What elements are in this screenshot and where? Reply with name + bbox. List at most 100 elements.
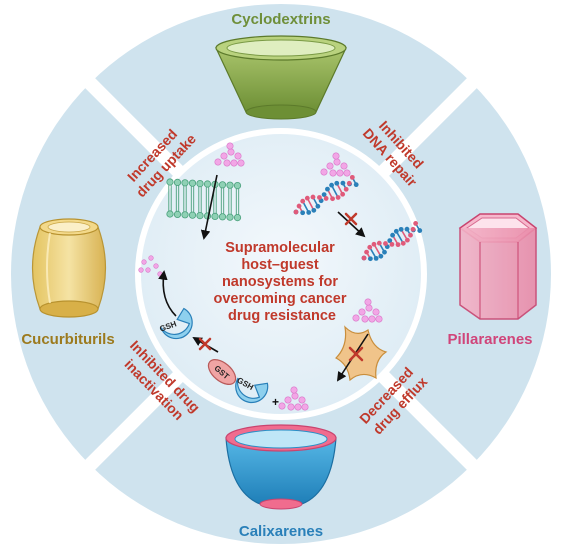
drug-dot — [284, 396, 292, 404]
drug-dot — [223, 159, 231, 167]
dna-helix-icon — [293, 174, 423, 262]
drug-dot — [329, 169, 337, 177]
dna-backbone-bead — [306, 210, 312, 215]
drug-dot — [301, 403, 309, 411]
drug-dot — [227, 148, 235, 156]
drug-dot — [364, 298, 372, 306]
dna-backbone-bead — [335, 195, 341, 200]
dna-backbone-bead — [296, 203, 302, 209]
dna-backbone-bead — [349, 174, 355, 180]
lipid-head — [233, 214, 242, 222]
drug-dot — [237, 159, 245, 167]
efflux-pump-icon — [334, 325, 388, 382]
drug-dot — [340, 162, 348, 170]
dna-backbone-bead — [382, 249, 387, 255]
dna-backbone-bead — [315, 203, 321, 209]
drug-dot — [145, 267, 151, 273]
dna-backbone-bead — [376, 240, 382, 246]
center-title-line-1: Supramolecular — [225, 240, 335, 256]
lipid-head — [218, 181, 227, 189]
drug-dot — [332, 152, 340, 160]
dna-backbone-bead — [387, 238, 393, 244]
drug-dot — [287, 403, 295, 411]
drug-dot — [226, 142, 234, 150]
dna-backbone-bead — [330, 196, 335, 202]
dna-backbone-bead — [340, 191, 346, 197]
drug-dot — [294, 403, 302, 411]
drug-dot — [352, 314, 360, 322]
drug-dot — [141, 259, 147, 265]
lipid-head — [196, 180, 204, 188]
dna-backbone-bead — [311, 207, 317, 213]
dna-backbone-bead — [398, 226, 404, 232]
drug-molecules-icon-dna — [320, 152, 351, 177]
dna-backbone-bead — [334, 180, 340, 186]
ring-separators — [75, 68, 487, 480]
lipid-head — [166, 178, 174, 186]
drug-molecules-icon-inactivation — [278, 386, 309, 411]
dna-backbone-bead — [325, 186, 330, 192]
drug-dot — [234, 152, 242, 160]
lipid-head — [218, 213, 227, 221]
dna-backbone-bead — [404, 226, 410, 232]
dna-backbone-bead — [361, 255, 367, 261]
dna-backbone-bead — [367, 244, 373, 250]
drug-dot — [361, 315, 369, 323]
dna-backbone-bead — [404, 237, 410, 243]
drug-dot — [320, 168, 328, 176]
drug-dot — [333, 158, 341, 166]
dna-backbone-bead — [300, 198, 306, 204]
dna-backbone-bead — [329, 182, 334, 188]
dna-backbone-bead — [373, 255, 379, 261]
dna-backbone-bead — [293, 209, 299, 215]
blocked-mark-gst — [198, 337, 212, 351]
dna-backbone-bead — [340, 180, 346, 186]
dna-backbone-bead — [413, 221, 419, 226]
dna-backbone-bead — [378, 253, 384, 259]
blocked-mark-dna — [344, 212, 358, 226]
dna-backbone-bead — [383, 241, 388, 246]
center-title-line-3: nanosystems for — [222, 274, 338, 290]
center-title-line-2: host–guest — [241, 257, 319, 273]
lipid-head — [233, 182, 242, 190]
lipid-head — [211, 212, 219, 220]
drug-dot — [291, 392, 299, 400]
dna-backbone-bead — [317, 195, 322, 200]
dna-backbone-bead — [304, 195, 310, 201]
lipid-head — [173, 210, 182, 218]
pillararenes-label: Pillararenes — [447, 331, 532, 348]
drug-dot — [148, 255, 154, 261]
dna-backbone-bead — [371, 241, 377, 247]
drug-dot — [298, 396, 306, 404]
lipid-head — [188, 211, 197, 219]
lipid-head — [196, 212, 204, 220]
lipid-head — [188, 179, 197, 187]
dna-backbone-bead — [389, 241, 395, 247]
lipid-head — [181, 211, 189, 219]
drug-dot — [358, 308, 366, 316]
dna-backbone-bead — [367, 256, 373, 262]
dna-arrow — [337, 211, 366, 238]
drug-dot — [365, 304, 373, 312]
drug-dot — [343, 169, 351, 177]
cyclodextrins-label: Cyclodextrins — [231, 11, 330, 28]
dna-backbone-bead — [343, 186, 349, 192]
calixarenes-label: Calixarenes — [239, 523, 323, 540]
dna-backbone-bead — [353, 182, 359, 188]
drug-dot — [138, 267, 144, 273]
lipid-head — [173, 178, 182, 186]
dna-backbone-bead — [346, 180, 352, 186]
dna-backbone-bead — [321, 192, 327, 197]
pillararene-illustration — [458, 213, 538, 320]
drug-dot — [157, 271, 163, 277]
lipid-head — [203, 180, 212, 188]
cell-membrane-icon — [166, 174, 242, 240]
lipid-head — [226, 181, 234, 189]
dna-backbone-bead — [417, 228, 423, 233]
lipid-head — [181, 179, 189, 187]
dna-backbone-bead — [310, 194, 316, 200]
dna-backbone-bead — [390, 232, 396, 238]
cucurbiturils-label: Cucurbiturils — [21, 331, 114, 348]
drug-dot — [372, 308, 380, 316]
